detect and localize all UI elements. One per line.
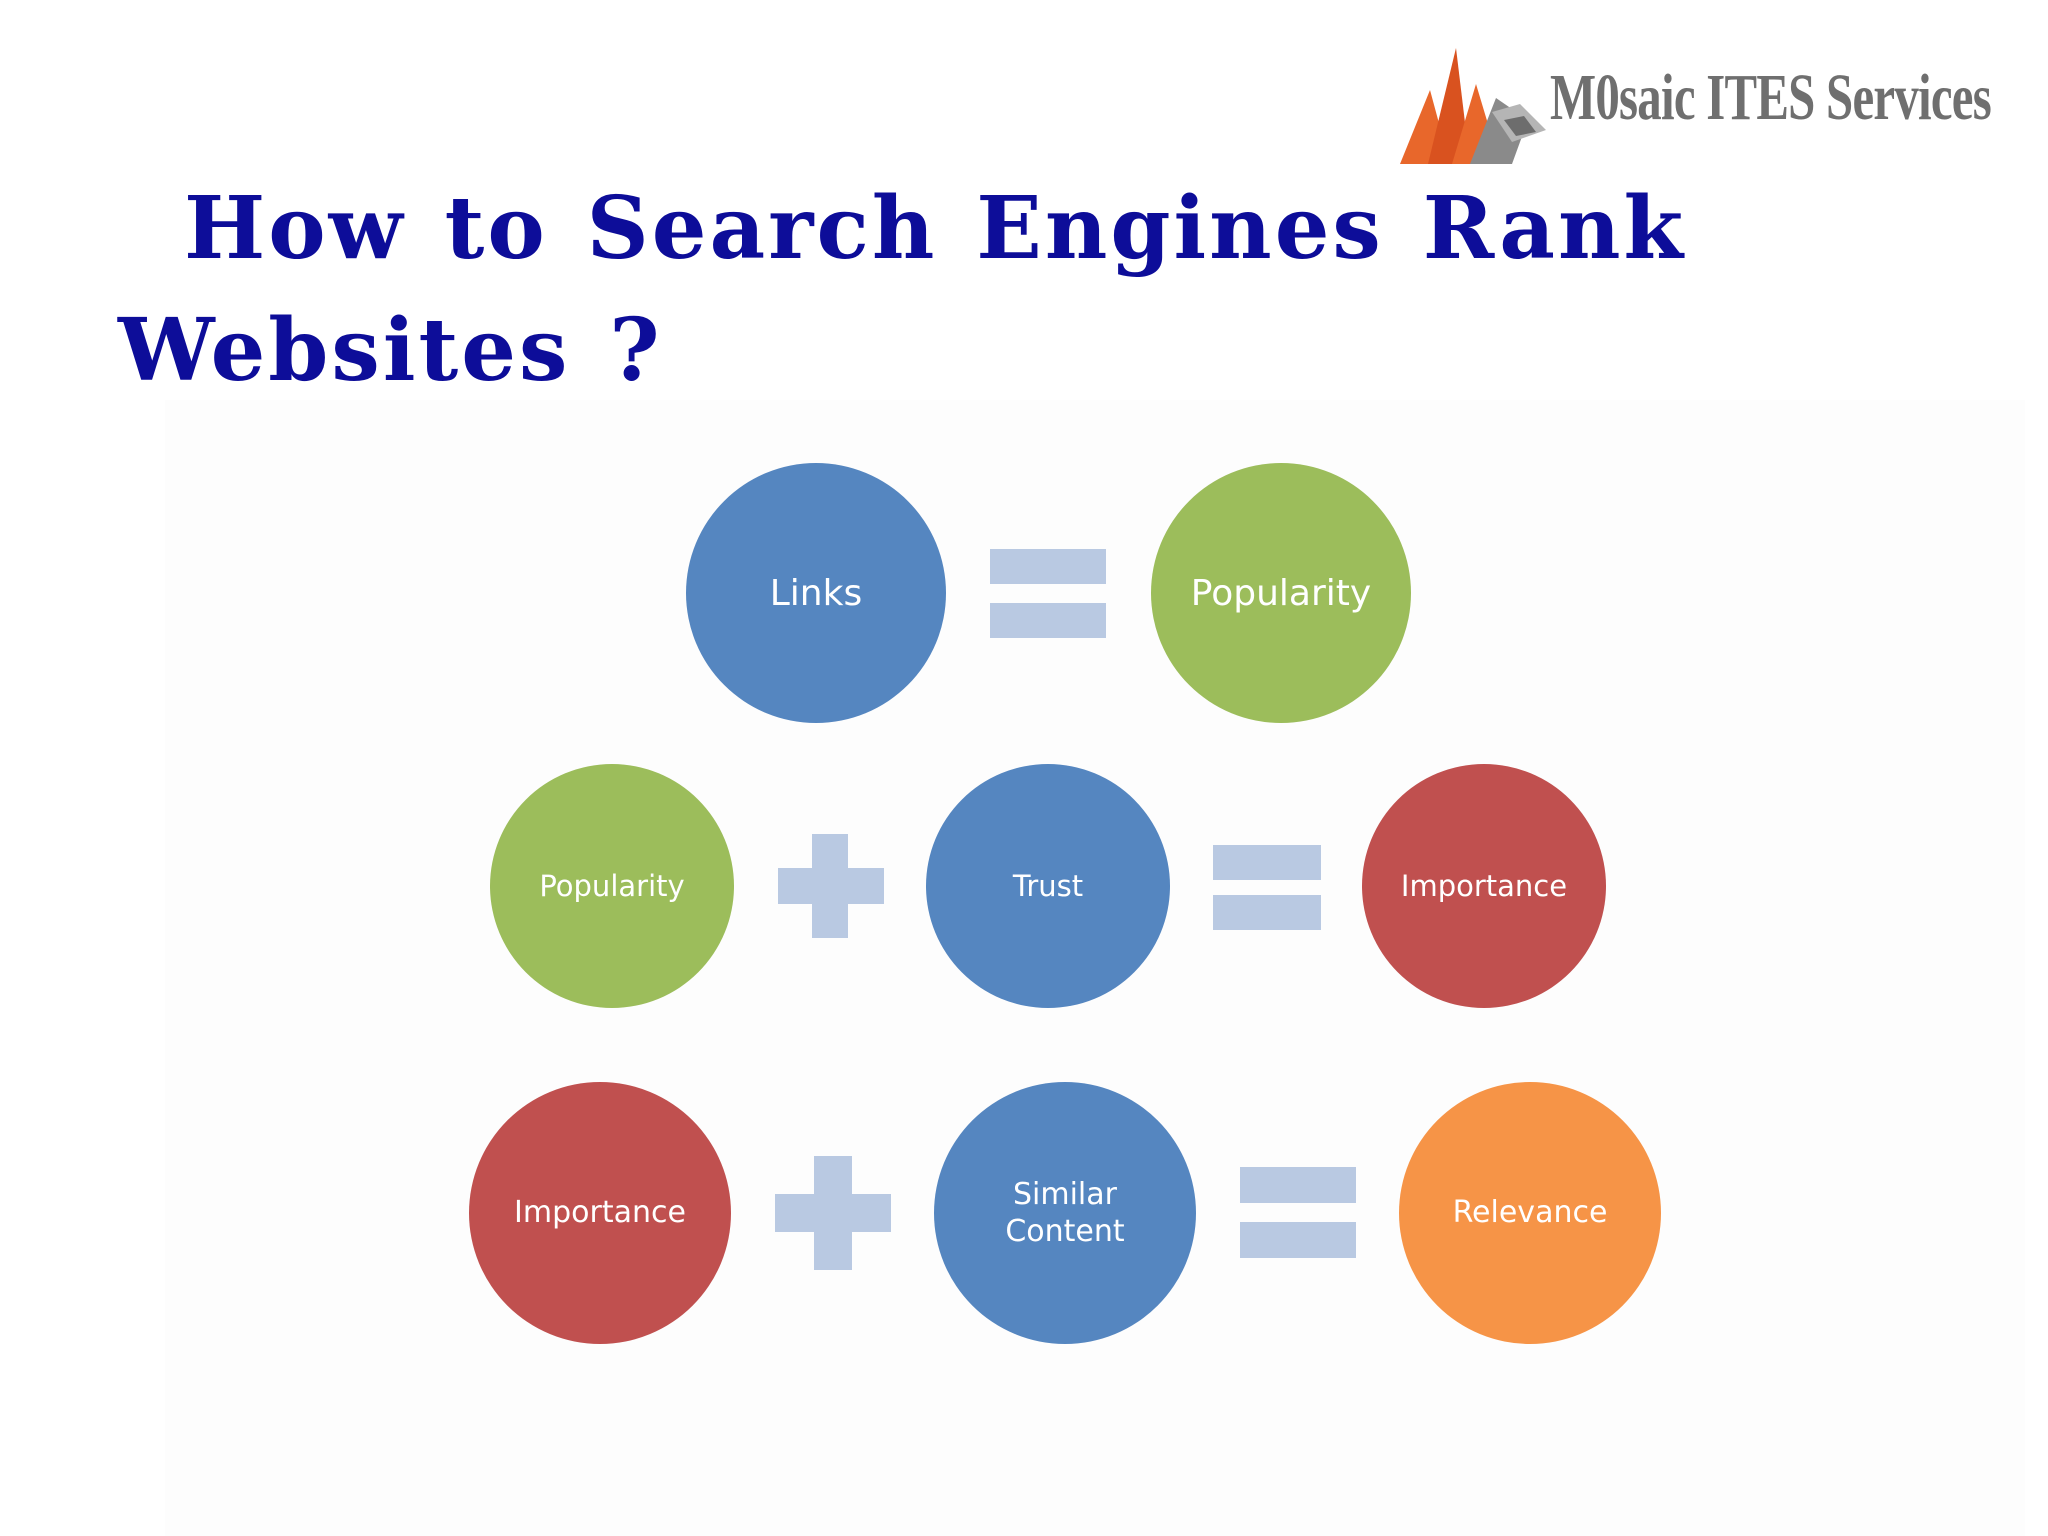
circle-label: Importance	[1400, 868, 1568, 903]
plus-bar-vertical	[814, 1156, 852, 1270]
circle-relevance: Relevance	[1399, 1082, 1661, 1344]
circle-label: Similar Content	[1005, 1176, 1125, 1250]
circle-label: Relevance	[1452, 1195, 1608, 1231]
circle-importance-result: Importance	[1362, 764, 1606, 1008]
circle-similar-content: Similar Content	[934, 1082, 1196, 1344]
company-logo: M0saic ITES Services	[1400, 38, 2000, 166]
circle-popularity: Popularity	[490, 764, 734, 1008]
equals-bar-top	[1213, 845, 1321, 880]
mosaic-logo-icon	[1400, 48, 1546, 164]
circle-label: Popularity	[539, 868, 685, 903]
circle-importance: Importance	[469, 1082, 731, 1344]
circle-label: Trust	[1012, 868, 1084, 903]
plus-bar-vertical	[812, 834, 848, 938]
logo-text: M0saic ITES Services	[1550, 61, 1992, 134]
page-title: How to Search Engines Rank Websites ?	[118, 178, 1687, 401]
circle-trust: Trust	[926, 764, 1170, 1008]
equals-bar-bottom	[1240, 1222, 1356, 1258]
equals-bar-bottom	[1213, 895, 1321, 930]
equals-bar-top	[1240, 1167, 1356, 1203]
circle-popularity-result: Popularity	[1151, 463, 1411, 723]
circle-links: Links	[686, 463, 946, 723]
circle-label: Popularity	[1190, 572, 1372, 614]
circle-label: Links	[769, 572, 863, 614]
equals-bar-bottom	[990, 603, 1106, 638]
circle-label: Importance	[514, 1195, 686, 1231]
equals-bar-top	[990, 549, 1106, 584]
